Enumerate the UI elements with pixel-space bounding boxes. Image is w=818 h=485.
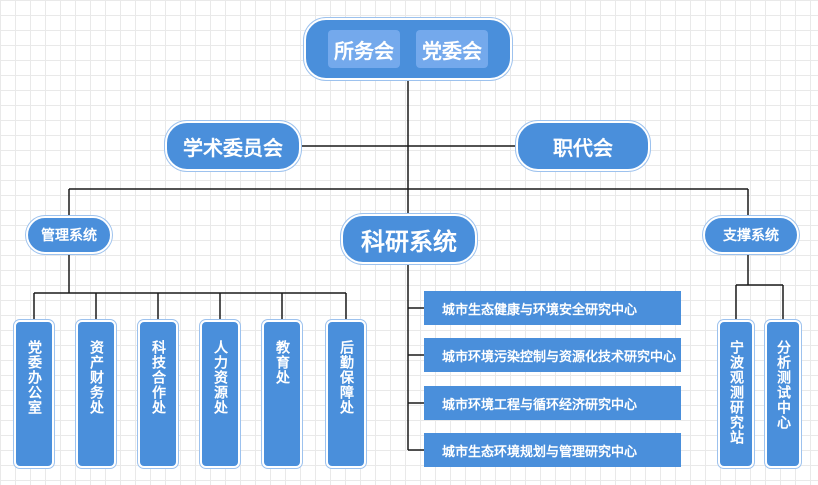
party-affairs-box: 所务会 bbox=[328, 30, 400, 68]
research-center: 城市环境污染控制与资源化技术研究中心 bbox=[424, 338, 681, 372]
management-unit: 资产财务处 bbox=[76, 320, 116, 468]
workers-congress-node: 职代会 bbox=[516, 121, 650, 171]
support-unit-label: 分析测试中心 bbox=[775, 340, 791, 430]
management-system-node: 管理系统 bbox=[26, 216, 112, 254]
management-unit-label: 后勤保障处 bbox=[338, 340, 354, 415]
research-system-node: 科研系统 bbox=[341, 214, 477, 264]
management-unit: 科技合作处 bbox=[138, 320, 178, 468]
management-unit-label: 科技合作处 bbox=[150, 340, 166, 415]
top-governance-group: 所务会 党委会 bbox=[304, 18, 512, 80]
support-system-node: 支撑系统 bbox=[703, 216, 799, 254]
party-committee-box: 党委会 bbox=[416, 30, 488, 68]
support-unit-label: 宁波观测研究站 bbox=[728, 340, 744, 445]
management-unit-label: 党委办公室 bbox=[26, 340, 42, 415]
support-unit: 分析测试中心 bbox=[765, 320, 801, 468]
management-unit-label: 资产财务处 bbox=[88, 340, 104, 415]
research-center: 城市生态环境规划与管理研究中心 bbox=[424, 433, 681, 467]
research-center: 城市生态健康与环境安全研究中心 bbox=[424, 291, 681, 325]
management-unit: 党委办公室 bbox=[14, 320, 54, 468]
management-unit: 人力资源处 bbox=[200, 320, 240, 468]
management-unit: 教育处 bbox=[262, 320, 302, 468]
academic-committee-node: 学术委员会 bbox=[165, 121, 301, 171]
research-center: 城市环境工程与循环经济研究中心 bbox=[424, 386, 681, 420]
management-unit-label: 教育处 bbox=[274, 340, 290, 385]
management-unit: 后勤保障处 bbox=[326, 320, 366, 468]
management-unit-label: 人力资源处 bbox=[212, 340, 228, 415]
support-unit: 宁波观测研究站 bbox=[718, 320, 754, 468]
